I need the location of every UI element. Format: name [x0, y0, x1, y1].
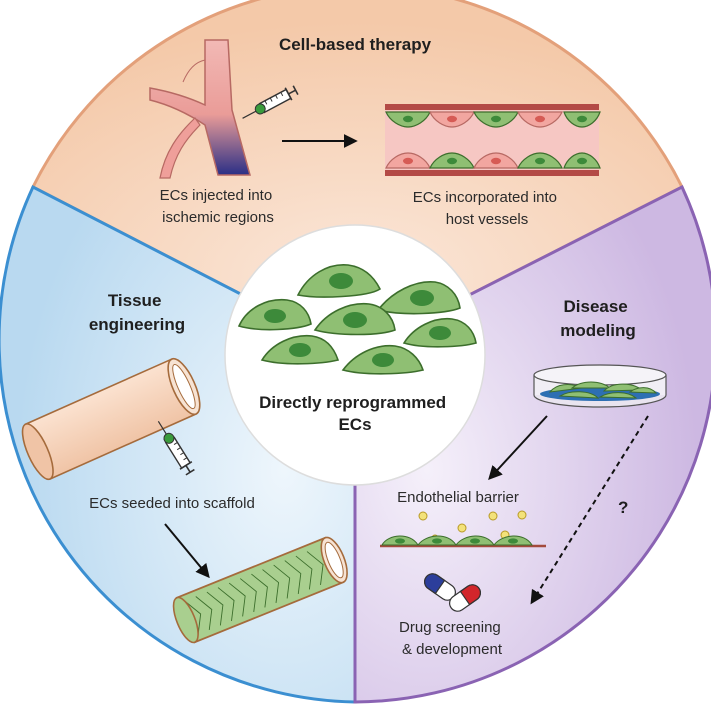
petri-dish-icon — [533, 364, 667, 408]
pill-icon — [424, 573, 456, 601]
seeded-scaffold — [172, 536, 348, 644]
branching-vessel — [149, 39, 251, 179]
tissue-arrow — [164, 523, 210, 579]
center-circle — [224, 224, 486, 486]
center-cells — [237, 264, 477, 375]
syringe-icon — [242, 85, 299, 119]
center-cell — [237, 299, 312, 331]
question-mark: ? — [618, 498, 628, 517]
therapy-title: Cell-based therapy — [279, 35, 432, 54]
center-cell — [402, 318, 477, 348]
tissue-caption: ECs seeded into scaffold — [89, 495, 255, 512]
host-vessel — [385, 104, 601, 176]
endothelial-barrier — [380, 535, 546, 548]
drug-label: Drug screening & development — [399, 619, 505, 658]
therapy-right-caption: ECs incorporated into host vessels — [413, 189, 561, 228]
pill-icon — [449, 584, 481, 612]
center-cell — [341, 345, 425, 375]
syringe-icon — [157, 421, 195, 476]
disease-arrow — [488, 415, 548, 481]
center-cell — [376, 281, 461, 315]
therapy-left-caption: ECs injected into ischemic regions — [160, 187, 277, 226]
barrier-label: Endothelial barrier — [397, 489, 519, 506]
disease-dashed-arrow — [530, 415, 649, 605]
disease-title: Disease modeling — [560, 297, 636, 340]
scaffold-tube — [21, 357, 201, 481]
center-cell — [313, 302, 396, 336]
center-cell — [260, 335, 340, 365]
therapy-sector — [31, 0, 685, 355]
center-cell — [296, 264, 382, 298]
center-label: Directly reprogrammed ECs — [259, 393, 451, 434]
tissue-title: Tissue engineering — [89, 291, 185, 334]
